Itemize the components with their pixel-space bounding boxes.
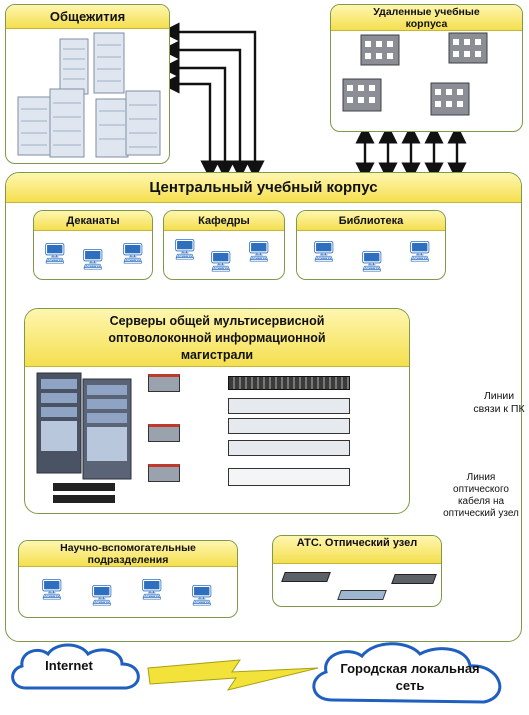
ats-router-icon <box>281 572 331 582</box>
remote-buildings-block: Удаленные учебные корпуса <box>330 4 523 132</box>
dorm-links <box>160 22 265 180</box>
pc-icon: 🖥 <box>42 243 68 265</box>
pc-icon: 🖥 <box>139 579 165 601</box>
internet-label: Internet <box>45 658 93 673</box>
remote-buildings-title: Удаленные учебные корпуса <box>331 5 522 31</box>
deans-block: Деканаты 🖥 🖥 🖥 <box>33 210 153 280</box>
pc-icon: 🖥 <box>208 251 234 273</box>
library-block: Библиотека 🖥 🖥 🖥 <box>296 210 446 280</box>
remote-buildings-icon <box>342 32 488 116</box>
mini-switch-icon <box>148 464 180 482</box>
internet-cloud <box>11 643 140 690</box>
pc-icon: 🖥 <box>172 239 198 261</box>
departments-block: Кафедры 🖥 🖥 🖥 <box>163 210 285 280</box>
research-title: Научно-вспомогательные подразделения <box>19 541 237 567</box>
ats-title: АТС. Отпический узел <box>273 536 441 564</box>
pc-icon: 🖥 <box>80 249 106 271</box>
city-network-cloud <box>312 642 502 704</box>
mini-switch-icon <box>148 374 180 392</box>
switch-unit <box>228 468 350 486</box>
dorm-buildings-icon <box>17 32 161 158</box>
dormitories-title: Общежития <box>6 5 169 29</box>
pc-icon: 🖥 <box>246 241 272 263</box>
ats-switch-icon <box>337 590 387 600</box>
ats-router-icon <box>391 574 437 584</box>
switch-unit <box>228 418 350 434</box>
central-building-title: Центральный учебный корпус <box>6 173 521 203</box>
switch-unit <box>228 440 350 456</box>
mini-switch-icon <box>148 424 180 442</box>
lightning-internet <box>147 659 319 691</box>
pc-icon: 🖥 <box>359 251 385 273</box>
pc-icon: 🖥 <box>407 241 433 263</box>
pc-lines-label: Линии связи к ПК <box>473 390 525 415</box>
switch-unit <box>228 376 350 390</box>
pc-icon: 🖥 <box>311 241 337 263</box>
switch-unit <box>228 398 350 414</box>
deans-title: Деканаты <box>34 211 152 231</box>
ats-block: АТС. Отпический узел <box>272 535 442 607</box>
pc-icon: 🖥 <box>39 579 65 601</box>
pc-icon: 🖥 <box>120 243 146 265</box>
servers-block: Серверы общей мультисервисной оптоволоко… <box>24 308 410 514</box>
pc-icon: 🖥 <box>89 585 115 607</box>
dormitories-block: Общежития <box>5 4 170 164</box>
optic-line-label: Линия оптического кабеля на оптический у… <box>443 472 519 519</box>
departments-title: Кафедры <box>164 211 284 231</box>
library-title: Библиотека <box>297 211 445 231</box>
city-network-label: Городская локальная сеть <box>340 661 480 693</box>
servers-title: Серверы общей мультисервисной оптоволоко… <box>25 309 409 367</box>
pc-icon: 🖥 <box>189 585 215 607</box>
server-rack-icon <box>36 372 132 503</box>
research-block: Научно-вспомогательные подразделения 🖥 🖥… <box>18 540 238 618</box>
remote-links <box>355 124 467 182</box>
